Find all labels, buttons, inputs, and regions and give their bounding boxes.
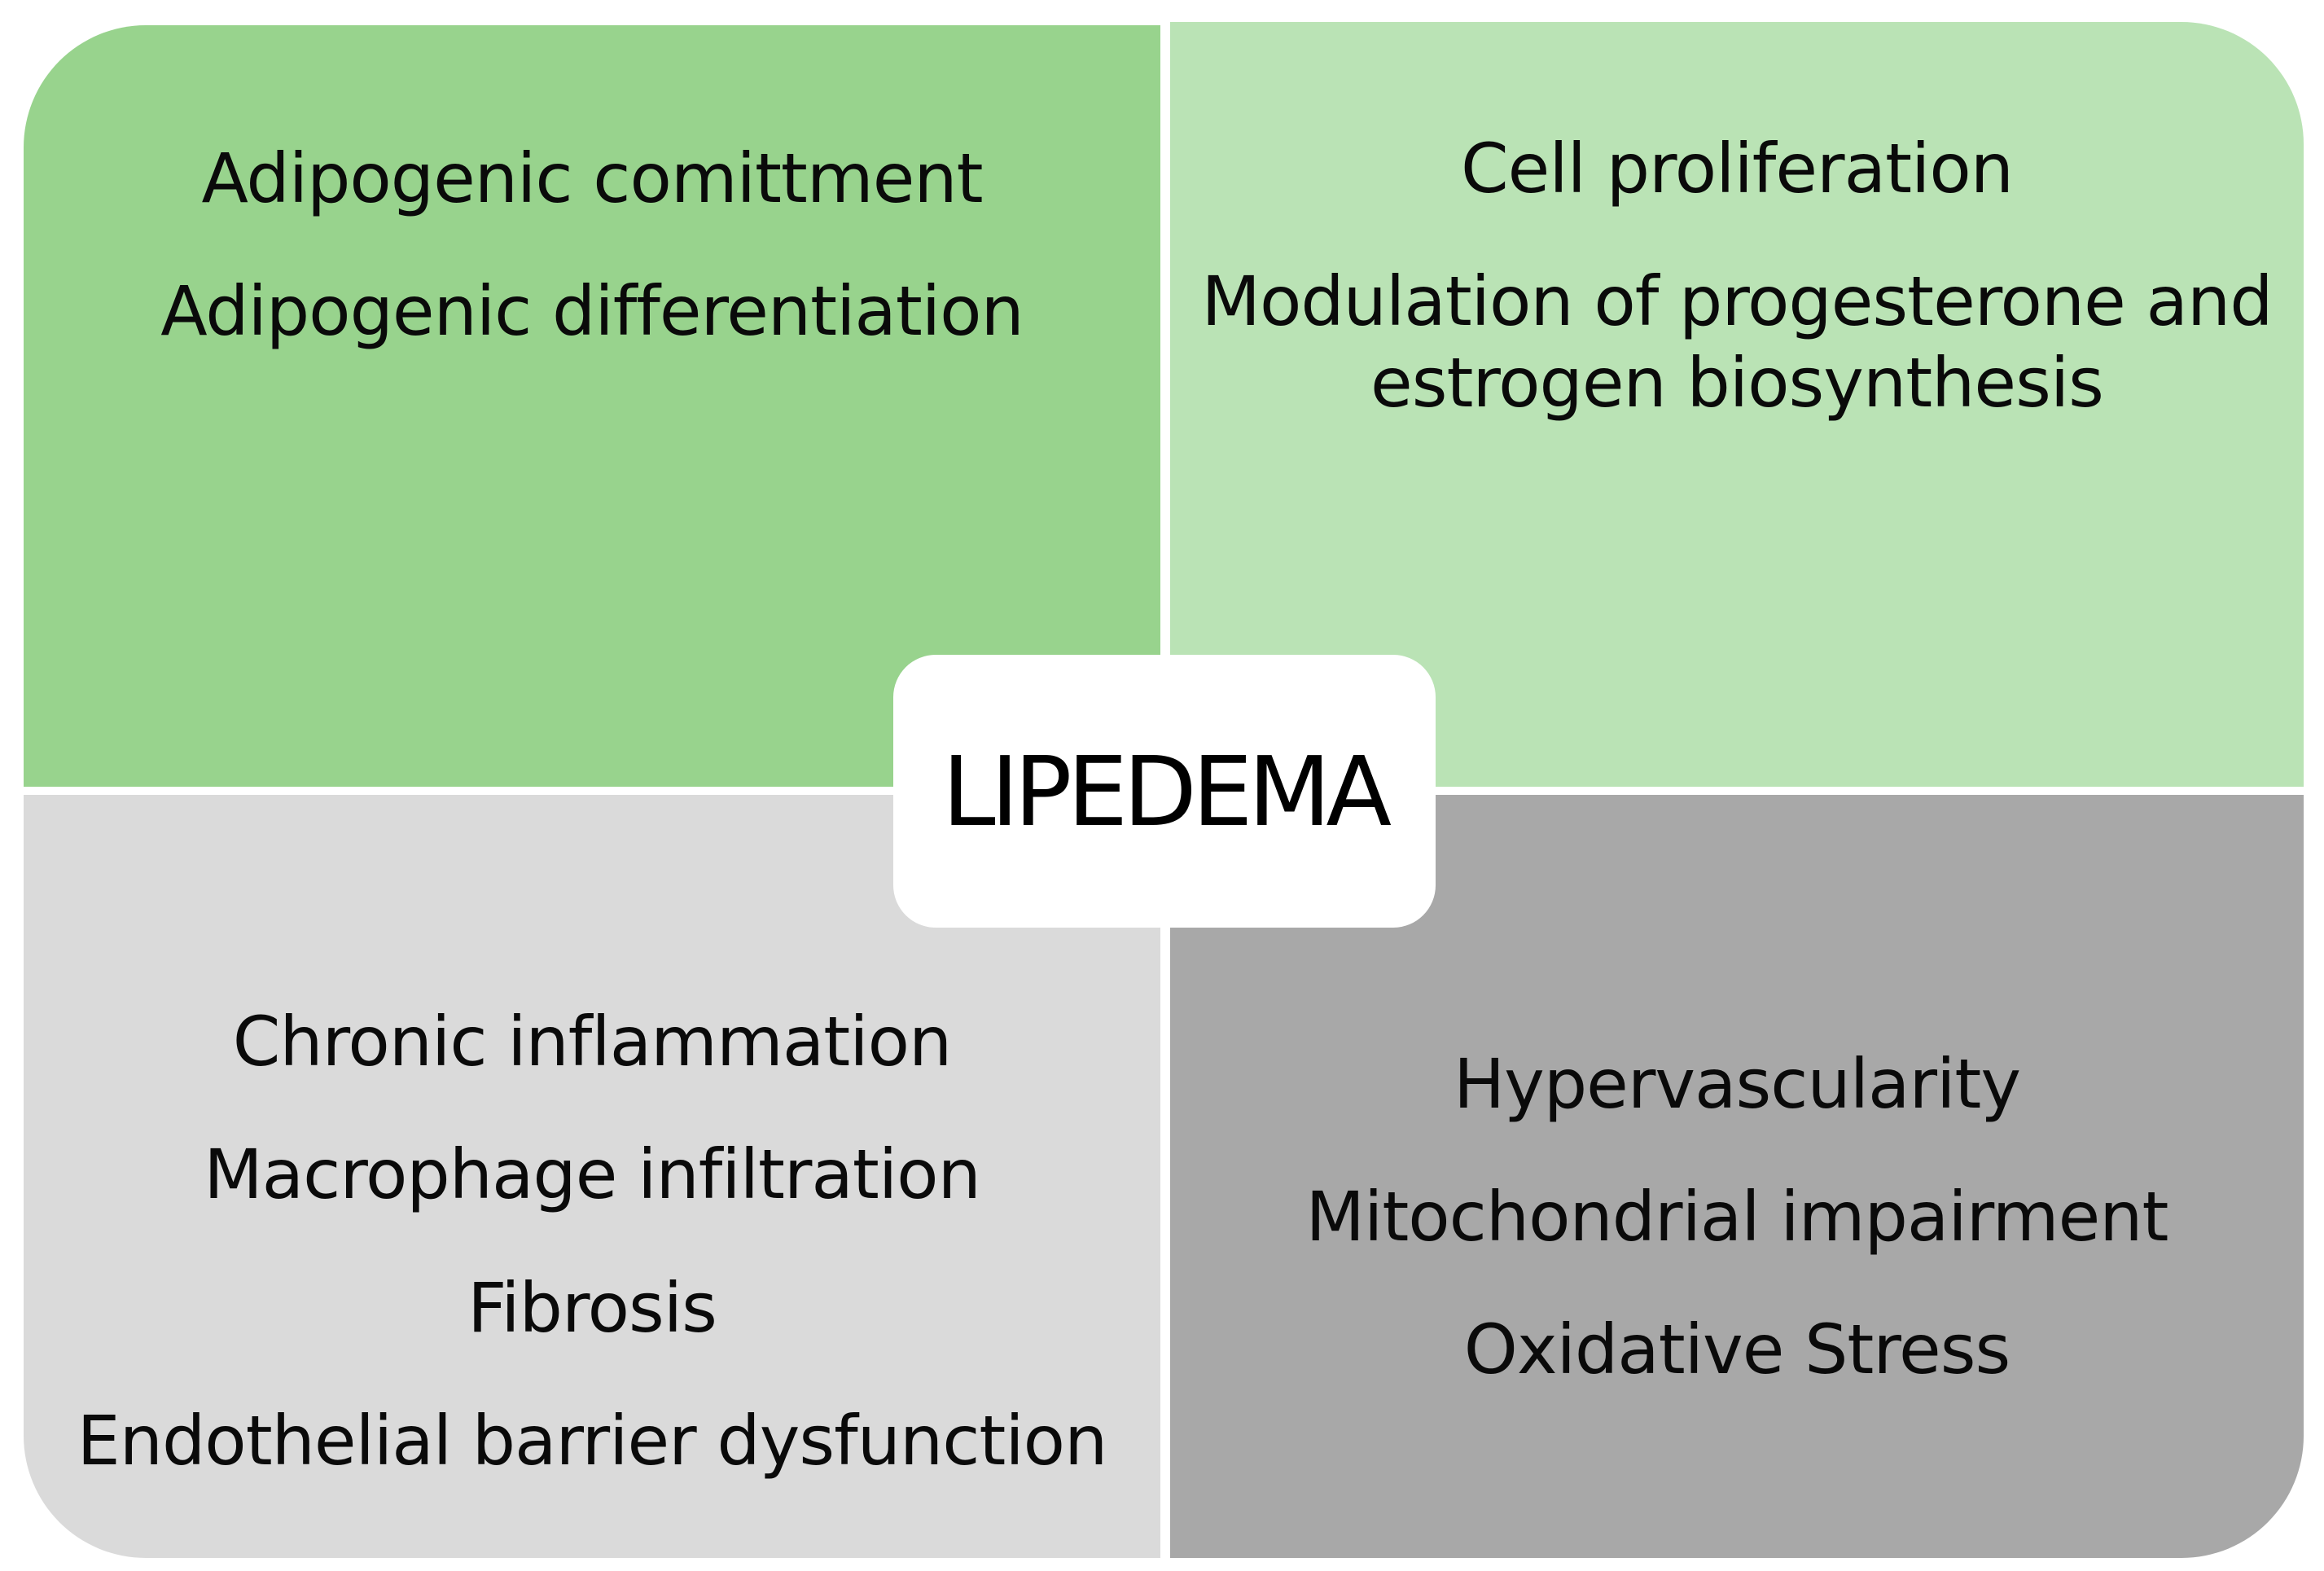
center-label-box: LIPEDEMA [893,655,1436,928]
quadrant-bottom-left: Chronic inflammation Macrophage infiltra… [24,795,1160,1558]
quadrant-text: Chronic inflammation [232,1002,952,1082]
quadrant-top-right: Cell proliferation Modulation of progest… [1170,22,2304,787]
quadrant-text: Macrophage infiltration [204,1134,981,1215]
quadrant-text: Hypervascularity [1453,1043,2021,1124]
quadrant-text: Adipogenic differentiation [160,271,1024,351]
quadrant-text: Cell proliferation [1461,129,2014,209]
quadrant-text: Mitochondrial impairment [1305,1176,2169,1257]
quadrant-text: Fibrosis [467,1267,717,1348]
quadrant-text: Modulation of progesterone and estrogen … [1201,261,2273,423]
quadrant-top-left: Adipogenic comittment Adipogenic differe… [24,25,1160,787]
quadrant-text: Oxidative Stress [1463,1310,2010,1390]
center-label: LIPEDEMA [941,735,1392,848]
quadrant-text: Endothelial barrier dysfunction [77,1400,1108,1481]
quadrant-text: Adipogenic comittment [201,138,983,218]
